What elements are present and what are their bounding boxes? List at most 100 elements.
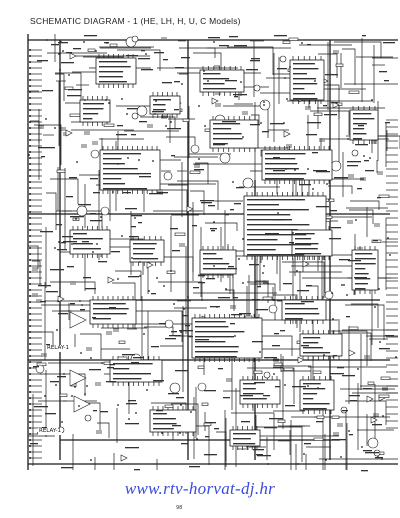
junction bbox=[307, 168, 309, 170]
ic-text bbox=[303, 398, 314, 400]
annotation bbox=[83, 277, 91, 279]
junction bbox=[173, 303, 175, 305]
junction bbox=[101, 362, 103, 364]
annotation bbox=[252, 341, 263, 343]
ic-text bbox=[73, 248, 101, 250]
annotation bbox=[61, 62, 74, 64]
junction bbox=[139, 275, 141, 277]
annotation bbox=[349, 434, 353, 436]
resistor bbox=[103, 123, 115, 127]
connector-dot bbox=[29, 343, 31, 345]
junction bbox=[56, 329, 58, 331]
junction bbox=[187, 296, 189, 298]
trace bbox=[40, 373, 86, 396]
ic-text bbox=[99, 76, 123, 78]
junction bbox=[378, 288, 380, 290]
junction bbox=[263, 265, 265, 267]
ic-text bbox=[295, 248, 318, 250]
annotation bbox=[265, 357, 277, 359]
annotation bbox=[171, 331, 177, 333]
annotation bbox=[170, 228, 178, 230]
transistor bbox=[100, 206, 110, 216]
transistor bbox=[263, 371, 271, 379]
ic-text bbox=[113, 363, 153, 365]
trace bbox=[342, 48, 356, 85]
trace bbox=[251, 114, 260, 124]
junction bbox=[57, 300, 59, 302]
diode bbox=[283, 130, 291, 138]
connector-dot bbox=[29, 421, 31, 423]
ic-chip bbox=[129, 239, 165, 263]
annotation bbox=[189, 466, 200, 468]
junction bbox=[263, 104, 265, 106]
junction bbox=[232, 181, 234, 183]
ic-text bbox=[285, 318, 303, 320]
ic-text bbox=[233, 443, 256, 445]
ic-text bbox=[203, 268, 227, 270]
ic-text bbox=[295, 233, 315, 235]
ic-chip bbox=[79, 99, 111, 123]
resistor bbox=[348, 90, 360, 94]
ic-text bbox=[153, 428, 174, 430]
annotation bbox=[46, 291, 58, 293]
annotation bbox=[285, 405, 295, 407]
connector-dot bbox=[29, 97, 31, 99]
annotation bbox=[256, 454, 263, 456]
ic-text bbox=[293, 63, 315, 65]
connector-dot bbox=[29, 427, 31, 429]
junction bbox=[204, 125, 206, 127]
annotation bbox=[33, 366, 39, 368]
annotation bbox=[240, 395, 253, 397]
ic-text bbox=[247, 209, 309, 211]
annotation bbox=[149, 193, 163, 195]
annotation bbox=[208, 37, 220, 39]
ic-text bbox=[293, 73, 307, 75]
annotation bbox=[104, 42, 109, 44]
annotation bbox=[109, 307, 116, 309]
annotation bbox=[278, 440, 290, 442]
annotation bbox=[111, 251, 120, 253]
ic-chip bbox=[299, 333, 343, 357]
connector-dot bbox=[29, 169, 31, 171]
junction bbox=[180, 404, 182, 406]
junction bbox=[117, 404, 119, 406]
annotation bbox=[172, 250, 180, 252]
ic-text bbox=[195, 336, 235, 338]
ic-text bbox=[265, 163, 298, 165]
ic-text bbox=[133, 248, 155, 250]
annotation bbox=[90, 220, 102, 222]
ic-text bbox=[195, 326, 229, 328]
junction bbox=[59, 69, 61, 71]
connector-dot bbox=[29, 319, 31, 321]
resistor bbox=[164, 404, 174, 408]
annotation bbox=[181, 443, 188, 445]
annotation bbox=[40, 301, 46, 303]
connector-dot bbox=[29, 109, 31, 111]
junction bbox=[63, 373, 65, 375]
annotation bbox=[208, 205, 215, 207]
junction bbox=[332, 318, 334, 320]
junction bbox=[340, 456, 342, 458]
annotation bbox=[171, 155, 175, 157]
annotation bbox=[292, 386, 306, 388]
ic-text bbox=[195, 321, 226, 323]
annotation bbox=[253, 449, 264, 451]
ic-text bbox=[303, 393, 318, 395]
junction bbox=[165, 125, 167, 127]
annotation bbox=[93, 410, 97, 412]
junction bbox=[260, 122, 262, 124]
ic-text bbox=[153, 418, 176, 420]
trace bbox=[55, 73, 65, 101]
connector-dot bbox=[29, 247, 31, 249]
ic-text bbox=[243, 388, 256, 390]
junction bbox=[83, 41, 85, 43]
transistor bbox=[253, 84, 261, 92]
ic-text bbox=[303, 337, 321, 339]
annotation bbox=[385, 122, 390, 124]
annotation bbox=[69, 177, 77, 179]
junction bbox=[213, 41, 215, 43]
junction bbox=[196, 438, 198, 440]
connector-dot bbox=[29, 91, 31, 93]
annotation bbox=[175, 67, 184, 69]
